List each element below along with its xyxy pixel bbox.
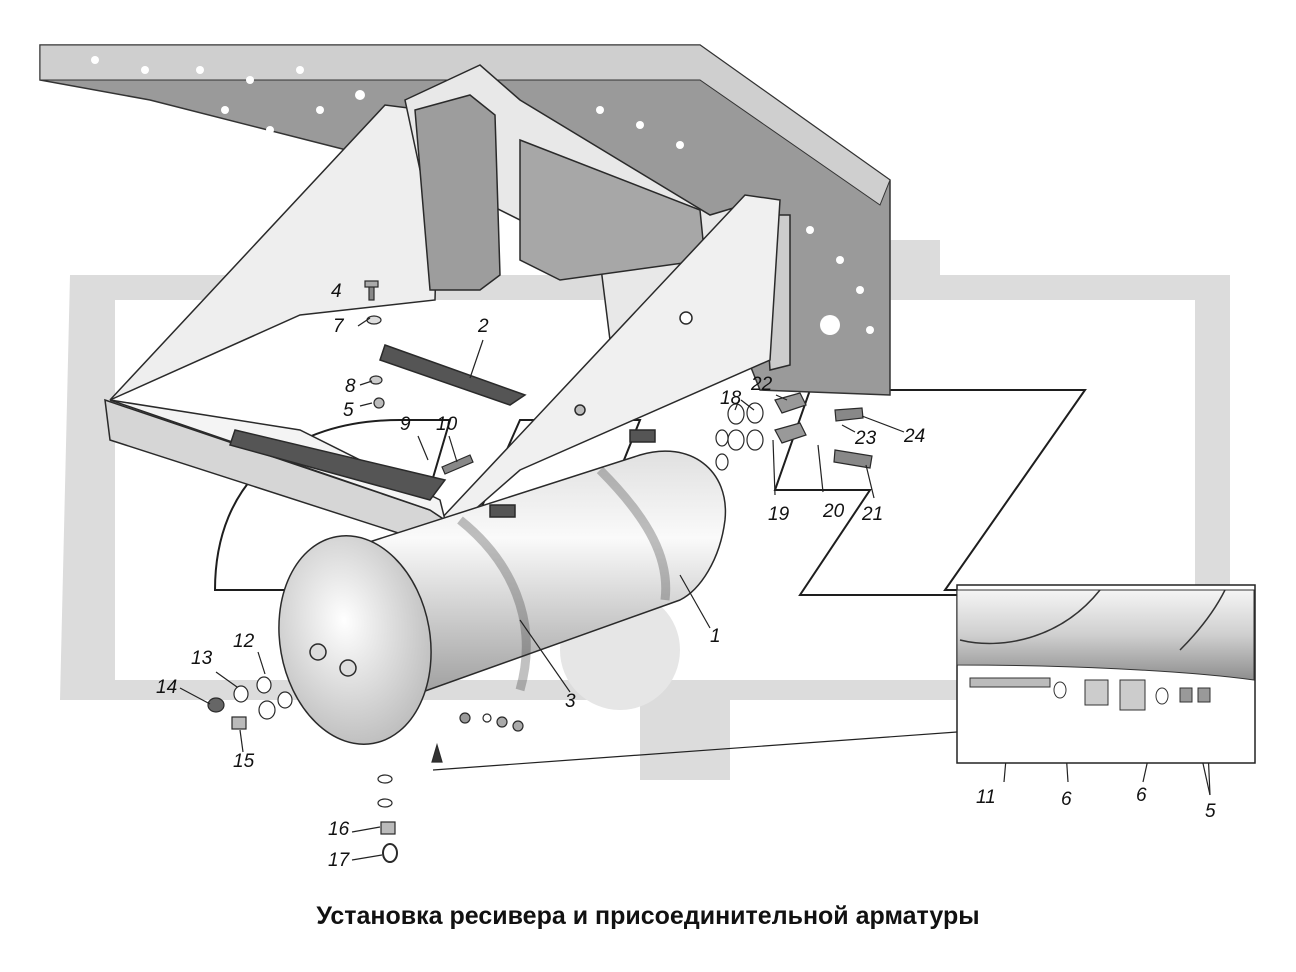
- bracket-frame: [104, 64, 791, 542]
- callout-2: 2: [478, 316, 489, 337]
- callout-7: 7: [333, 316, 344, 337]
- callout-10: 10: [436, 414, 458, 435]
- callout-3: 3: [565, 691, 576, 712]
- callout-5b: 5: [1205, 801, 1216, 822]
- callout-15: 15: [233, 751, 255, 772]
- callout-16: 16: [328, 819, 350, 840]
- callout-22: 22: [751, 374, 773, 395]
- figure-caption: Установка ресивера и присоединительной а…: [316, 902, 980, 930]
- callout-4: 4: [331, 281, 342, 302]
- callout-17: 17: [328, 850, 350, 871]
- receiver-tank: [278, 429, 727, 745]
- callout-5a: 5: [343, 400, 354, 421]
- callout-6a: 6: [1061, 789, 1072, 810]
- callout-20: 20: [823, 501, 845, 522]
- callout-9: 9: [400, 414, 411, 435]
- inset-detail: [956, 584, 1256, 764]
- callout-18: 18: [720, 388, 742, 409]
- callout-8: 8: [345, 376, 356, 397]
- callout-1: 1: [710, 626, 721, 647]
- callout-11: 11: [976, 787, 996, 808]
- callout-13: 13: [191, 648, 213, 669]
- callout-24: 24: [904, 426, 926, 447]
- callout-14: 14: [156, 677, 178, 698]
- callout-6b: 6: [1136, 785, 1147, 806]
- callout-12: 12: [233, 631, 255, 652]
- callout-23: 23: [855, 428, 877, 449]
- callout-19: 19: [768, 504, 790, 525]
- callout-21: 21: [862, 504, 884, 525]
